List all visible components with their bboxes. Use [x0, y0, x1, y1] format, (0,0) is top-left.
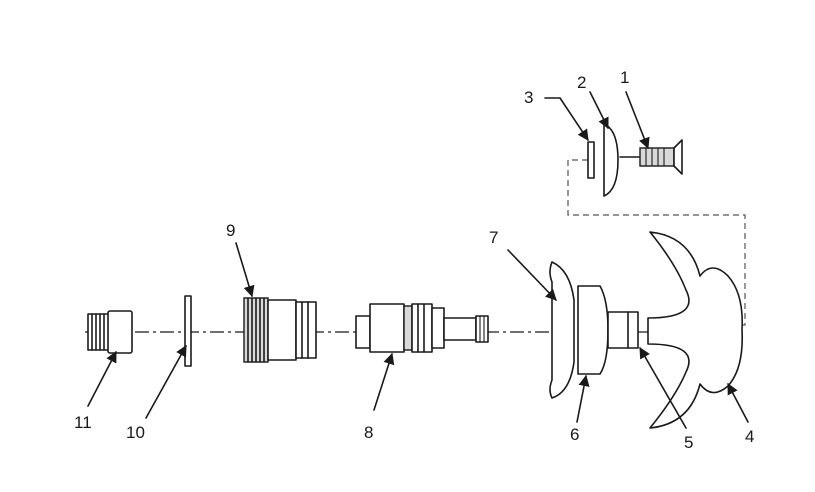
leader-7 — [507, 249, 557, 301]
label-8: 8 — [364, 423, 373, 442]
label-4: 4 — [745, 427, 754, 446]
leader-10 — [145, 345, 187, 419]
leader-1 — [625, 91, 650, 150]
label-1: 1 — [620, 68, 629, 87]
part-3-small-washer — [587, 141, 595, 179]
leader-3 — [544, 97, 589, 141]
dashed-connector-line — [567, 159, 746, 326]
label-7: 7 — [489, 228, 498, 247]
leader-5 — [639, 347, 687, 429]
label-11: 11 — [74, 413, 92, 432]
leader-4 — [727, 383, 749, 423]
part-2-button-cap — [603, 123, 619, 197]
part-6-sleeve — [577, 285, 609, 375]
leader-9 — [235, 242, 255, 298]
label-9: 9 — [226, 221, 235, 240]
part-8-cartridge — [355, 303, 489, 353]
leader-2 — [589, 91, 609, 130]
label-5: 5 — [684, 433, 693, 452]
leader-8 — [373, 352, 395, 411]
part-4-handle — [647, 231, 744, 429]
part-7-escutcheon — [549, 261, 575, 399]
part-9-bonnet — [243, 297, 317, 363]
part-11-cap-nut — [87, 310, 133, 354]
label-2: 2 — [577, 73, 586, 92]
part-1-screw — [619, 139, 683, 175]
leader-6 — [576, 374, 590, 423]
leader-11 — [87, 351, 117, 407]
part-10-washer — [184, 295, 192, 367]
label-3: 3 — [524, 88, 533, 107]
label-6: 6 — [570, 425, 579, 444]
part-5-insert — [607, 311, 639, 349]
label-10: 10 — [126, 423, 145, 442]
